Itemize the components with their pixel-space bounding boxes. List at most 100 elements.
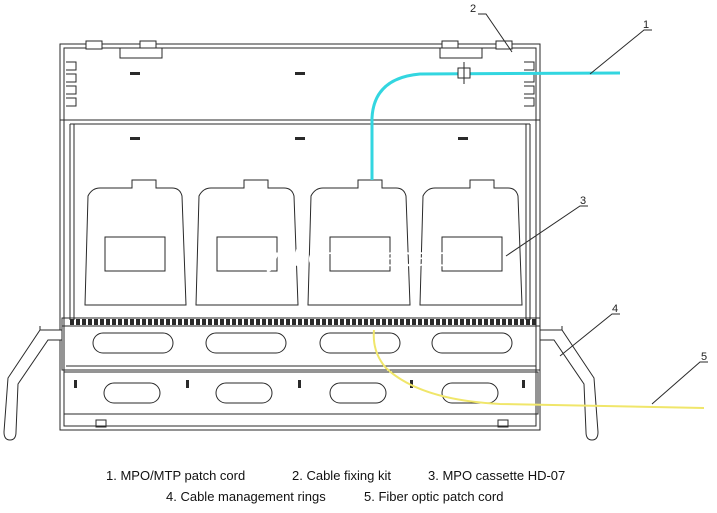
adapter-port (268, 319, 272, 325)
callout-3: 3 (580, 195, 586, 207)
adapter-port (142, 319, 146, 325)
adapter-port (154, 319, 158, 325)
adapter-port (358, 319, 362, 325)
front-tray (61, 317, 541, 371)
top-hinges (85, 40, 513, 59)
adapter-port (118, 319, 122, 325)
adapter-port (250, 319, 254, 325)
adapter-port (484, 319, 488, 325)
adapter-port (220, 319, 224, 325)
adapter-port (298, 319, 302, 325)
adapter-strip (70, 319, 536, 325)
adapter-port (160, 319, 164, 325)
adapter-port (232, 319, 236, 325)
adapter-port (514, 319, 518, 325)
fiber-optic-patch-cord (372, 329, 705, 409)
mounting-slots (130, 72, 468, 140)
adapter-port (280, 319, 284, 325)
adapter-port (334, 319, 338, 325)
adapter-port (76, 319, 80, 325)
adapter-port (346, 319, 350, 325)
adapter-port (442, 319, 446, 325)
adapter-port (208, 319, 212, 325)
adapter-port (448, 319, 452, 325)
adapter-port (322, 319, 326, 325)
adapter-port (406, 319, 410, 325)
callout-2: 2 (470, 3, 476, 15)
callout-4: 4 (612, 303, 618, 315)
adapter-port (520, 319, 524, 325)
adapter-port (256, 319, 260, 325)
adapter-port (370, 319, 374, 325)
cable-ports-upper (92, 332, 513, 354)
adapter-port (376, 319, 380, 325)
adapter-port (172, 319, 176, 325)
adapter-port (106, 319, 110, 325)
legend-item-1: 1. MPO/MTP patch cord (106, 468, 246, 483)
adapter-port (430, 319, 434, 325)
adapter-port (424, 319, 428, 325)
legend-item-4: 4. Cable management rings (166, 489, 326, 504)
adapter-port (196, 319, 200, 325)
adapter-port (112, 319, 116, 325)
adapter-port (304, 319, 308, 325)
adapter-port (532, 319, 536, 325)
adapter-port (490, 319, 494, 325)
adapter-port (364, 319, 368, 325)
adapter-port (190, 319, 194, 325)
adapter-port (352, 319, 356, 325)
callout-1: 1 (643, 19, 649, 31)
adapter-port (526, 319, 530, 325)
adapter-port (274, 319, 278, 325)
adapter-port (244, 319, 248, 325)
adapter-port (214, 319, 218, 325)
adapter-port (292, 319, 296, 325)
adapter-port (418, 319, 422, 325)
mpo-mtp-patch-cord (370, 71, 621, 180)
adapter-port (226, 319, 230, 325)
adapter-port (88, 319, 92, 325)
adapter-port (136, 319, 140, 325)
adapter-port (328, 319, 332, 325)
callout-5: 5 (701, 351, 707, 363)
adapter-port (394, 319, 398, 325)
adapter-port (202, 319, 206, 325)
adapter-port (400, 319, 404, 325)
adapter-port (496, 319, 500, 325)
adapter-port (82, 319, 86, 325)
adapter-port (478, 319, 482, 325)
rack-enclosure (59, 43, 541, 431)
adapter-port (238, 319, 242, 325)
adapter-port (94, 319, 98, 325)
adapter-port (166, 319, 170, 325)
legend: 1. MPO/MTP patch cord 2. Cable fixing ki… (0, 468, 717, 512)
mpo-cassette-4 (419, 179, 523, 306)
mpo-cassette-2 (195, 179, 299, 306)
adapter-port (286, 319, 290, 325)
adapter-port (130, 319, 134, 325)
lower-tray-markers (74, 380, 525, 388)
adapter-port (412, 319, 416, 325)
adapter-port (70, 319, 74, 325)
adapter-port (502, 319, 506, 325)
adapter-port (100, 319, 104, 325)
corner-cable-guides (66, 61, 535, 107)
adapter-port (454, 319, 458, 325)
cable-management-ring-left (3, 326, 63, 441)
adapter-port (472, 319, 476, 325)
adapter-port (382, 319, 386, 325)
callout-leaders (478, 13, 708, 405)
cable-management-ring-right (539, 326, 599, 441)
lower-tray (63, 371, 539, 428)
mpo-cassette-3 (307, 179, 411, 306)
adapter-port (316, 319, 320, 325)
adapter-port (262, 319, 266, 325)
cable-fixing-kit (457, 62, 471, 84)
adapter-port (184, 319, 188, 325)
mpo-cassette-1 (84, 179, 187, 306)
adapter-port (436, 319, 440, 325)
adapter-port (460, 319, 464, 325)
adapter-port (148, 319, 152, 325)
adapter-port (178, 319, 182, 325)
